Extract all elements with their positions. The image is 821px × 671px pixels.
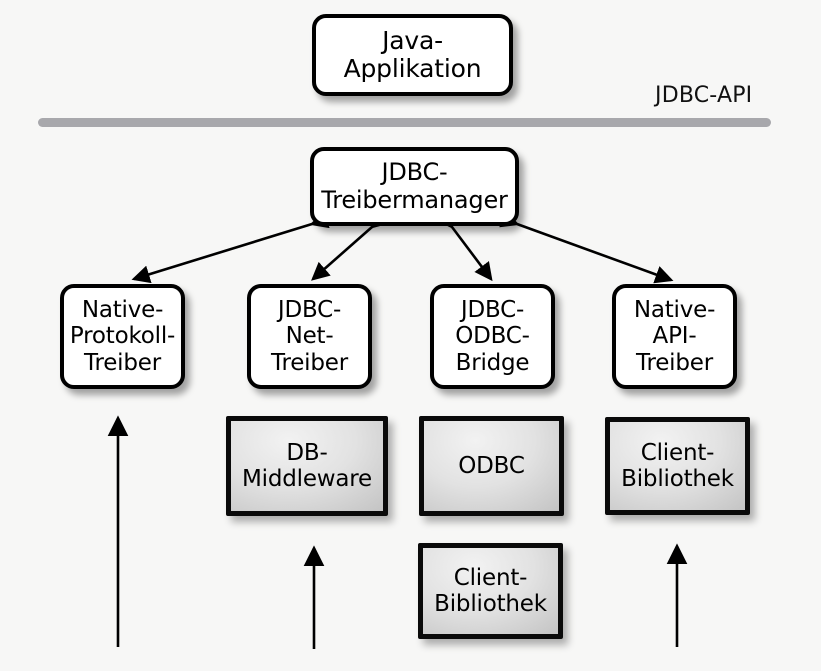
node-native-api-treiber[interactable]: Native- API- Treiber [612,284,737,389]
jdbc-api-label: JDBC-API [655,83,753,108]
node-jdbc-net-treiber[interactable]: JDBC- Net- Treiber [247,284,372,389]
node-label-native-api-treiber: Native- API- Treiber [633,297,716,376]
node-client-bibliothek-right[interactable]: Client- Bibliothek [605,417,750,515]
node-jdbc-odbc-bridge[interactable]: JDBC- ODBC- Bridge [430,284,555,389]
node-db-middleware[interactable]: DB- Middleware [226,416,388,516]
jdbc-api-separator-bar [38,118,771,127]
node-label-client-bibliothek-right: Client- Bibliothek [621,439,734,492]
node-label-java-applikation: Java- Applikation [343,25,482,83]
connector-treibermanager-native-api [499,210,674,284]
node-label-client-bibliothek-bottom: Client- Bibliothek [434,564,547,617]
node-odbc[interactable]: ODBC [419,416,564,516]
connector-treibermanager-native-protokoll [131,210,330,284]
node-java-applikation[interactable]: Java- Applikation [312,14,513,96]
node-label-native-protokoll-treiber: Native- Protokoll- Treiber [69,297,176,376]
node-label-jdbc-net-treiber: JDBC- Net- Treiber [271,297,348,376]
connector-treibermanager-jdbc-odbc [435,209,493,282]
node-client-bibliothek-bottom[interactable]: Client- Bibliothek [418,543,563,639]
node-label-jdbc-odbc-bridge: JDBC- ODBC- Bridge [455,297,530,376]
node-jdbc-treibermanager[interactable]: JDBC- Treibermanager [310,147,519,226]
connector-treibermanager-jdbc-net [311,209,390,281]
node-native-protokoll-treiber[interactable]: Native- Protokoll- Treiber [60,284,185,389]
node-label-db-middleware: DB- Middleware [242,439,372,492]
node-label-jdbc-treibermanager: JDBC- Treibermanager [321,158,508,214]
node-label-odbc: ODBC [458,452,525,479]
